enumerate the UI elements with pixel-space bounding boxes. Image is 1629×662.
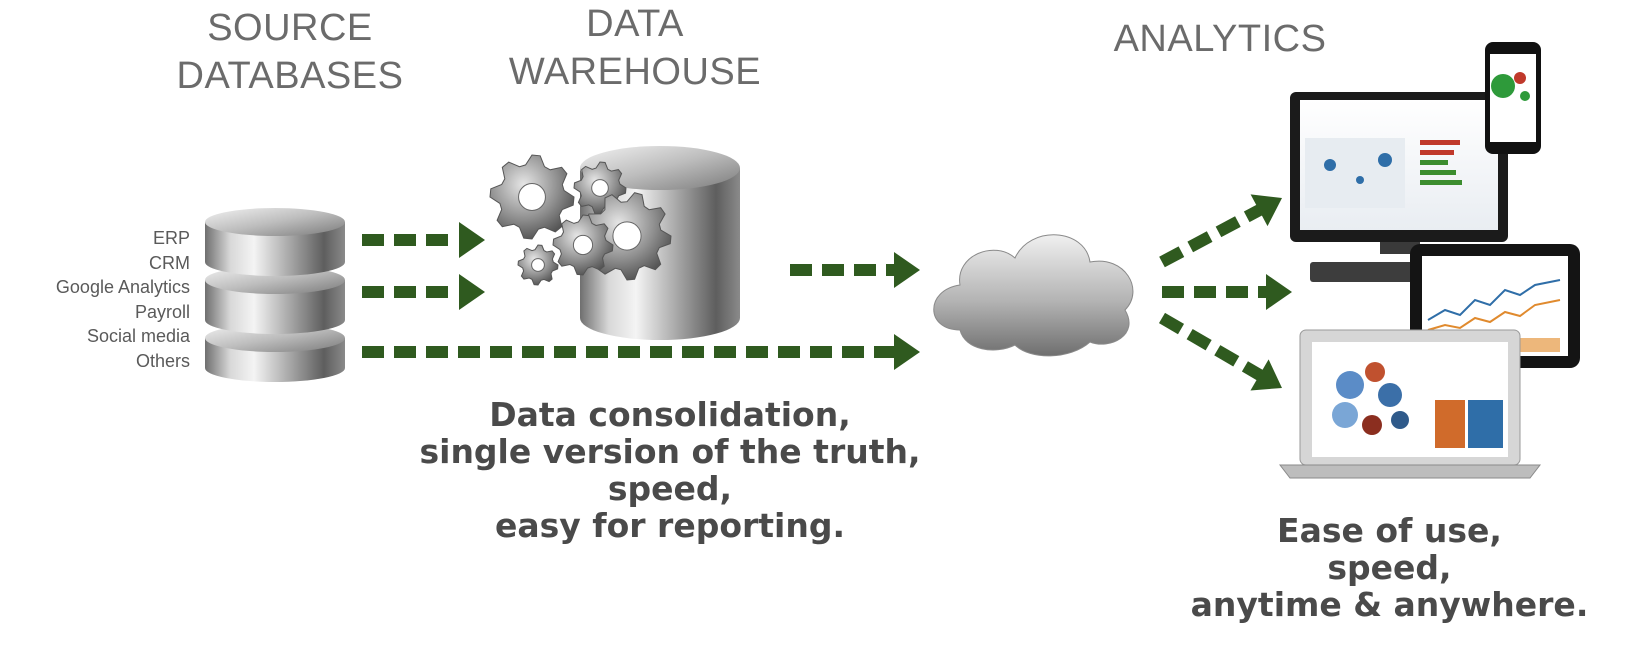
arrow-source-to-warehouse-2 bbox=[362, 274, 485, 310]
analytics-header: ANALYTICS bbox=[1100, 15, 1340, 63]
analytics-header-line-1: ANALYTICS bbox=[1113, 18, 1327, 60]
source-item: CRM bbox=[149, 252, 190, 273]
arrow-source-to-warehouse-1 bbox=[362, 222, 485, 258]
source-item: Others bbox=[135, 350, 190, 371]
source-item: Social media bbox=[86, 326, 190, 346]
source-list: ERP CRM Google Analytics Payroll Social … bbox=[0, 226, 190, 373]
arrow-source-to-cloud bbox=[362, 334, 920, 370]
arrow-cloud-to-tablet bbox=[1162, 274, 1292, 310]
source-header-line-1: SOURCE bbox=[207, 7, 373, 49]
desktop-monitor-icon bbox=[1290, 92, 1508, 282]
arrow-cloud-to-laptop bbox=[1158, 312, 1282, 391]
gear-medium-icon bbox=[552, 214, 614, 276]
cloud-icon bbox=[933, 234, 1134, 357]
gear-right-icon bbox=[583, 192, 672, 281]
smartphone-icon bbox=[1485, 42, 1541, 154]
source-header-line-2: DATABASES bbox=[176, 55, 404, 97]
warehouse-header-line-2: WAREHOUSE bbox=[508, 51, 762, 93]
source-databases-header: SOURCE DATABASES bbox=[150, 4, 430, 100]
source-item: Google Analytics bbox=[55, 277, 190, 297]
laptop-icon bbox=[1278, 329, 1542, 479]
caption-line: easy for reporting. bbox=[494, 506, 846, 545]
arrow-cloud-to-desktop bbox=[1159, 194, 1282, 268]
database-stack-icon bbox=[205, 208, 345, 382]
data-warehouse-header: DATA WAREHOUSE bbox=[505, 0, 765, 96]
caption-line: speed, bbox=[1327, 548, 1452, 587]
gear-large-icon bbox=[489, 154, 575, 240]
warehouse-header-line-1: DATA bbox=[586, 3, 684, 45]
warehouse-benefits-caption: Data consolidation, single version of th… bbox=[380, 396, 960, 544]
flow-arrows bbox=[362, 194, 1292, 391]
analytics-benefits-caption: Ease of use, speed, anytime & anywhere. bbox=[1150, 512, 1629, 623]
source-item: ERP bbox=[152, 228, 190, 248]
source-item: Payroll bbox=[134, 301, 190, 322]
gears-icon bbox=[489, 154, 672, 286]
caption-line: single version of the truth, bbox=[419, 432, 921, 471]
caption-line: Ease of use, bbox=[1277, 511, 1502, 550]
caption-line: Data consolidation, bbox=[489, 395, 851, 434]
gear-tiny-icon bbox=[517, 244, 559, 286]
caption-line: anytime & anywhere. bbox=[1190, 585, 1589, 624]
caption-line: speed, bbox=[607, 469, 733, 508]
arrow-warehouse-to-cloud bbox=[790, 252, 920, 288]
